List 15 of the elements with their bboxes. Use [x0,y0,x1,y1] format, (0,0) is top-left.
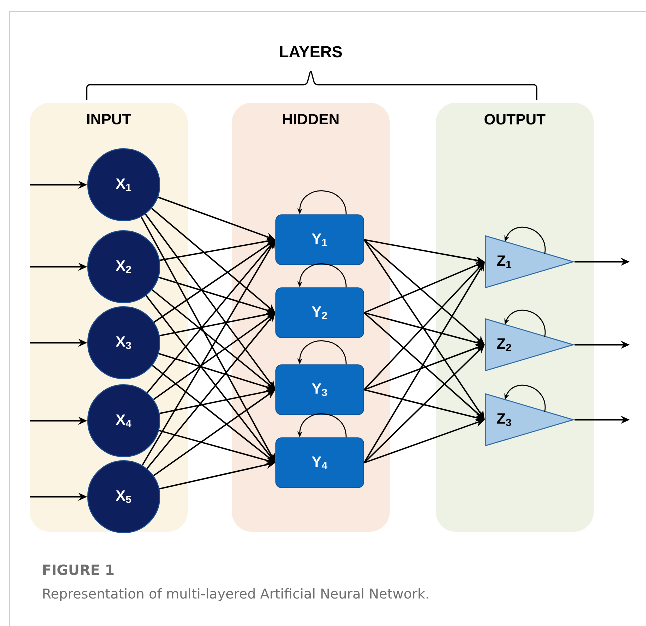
loop-arrow [504,310,546,338]
loop-arrow [504,385,546,412]
heading: LAYERS [280,46,342,58]
input-neuron: X$_{5}$ [88,460,160,534]
caption: Representation of multi-layered Artificial Neural Network. [44,588,428,602]
input-neuron: X$_{1}$ [88,148,160,222]
hidden-neuron: Y$_{1}$ [276,214,364,266]
input-neuron: X$_{4}$ [88,384,160,458]
loop-arrow [504,227,546,254]
input-neuron: X$_{3}$ [88,306,160,380]
input-neuron: X$_{2}$ [88,230,160,304]
hidden-neuron: Y$_{4}$ [276,438,364,488]
hidden-neuron: Y$_{3}$ [276,364,364,416]
figure-number: FIGURE 1 [44,564,114,576]
hidden-neuron: Y$_{2}$ [276,288,364,338]
